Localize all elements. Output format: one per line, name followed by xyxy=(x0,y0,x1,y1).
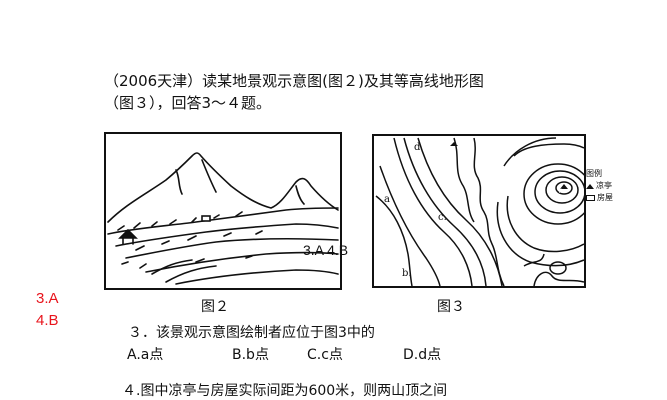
contour-lines: a b. c. d A xyxy=(375,137,584,286)
landscape-sketch xyxy=(107,152,339,285)
overlay-answer: 3.A 4.B xyxy=(303,242,349,258)
option-c: C.c点 xyxy=(307,347,343,363)
figure-2-caption: 图２ xyxy=(201,299,229,315)
point-label-a: a xyxy=(384,194,390,205)
pavilion-icon xyxy=(586,183,594,189)
peak-label-a: A xyxy=(559,188,564,195)
figure-3-contour-map: a b. c. d A xyxy=(372,134,586,288)
question-3-text: ３．该景观示意图绘制者应位于图3中的 xyxy=(128,325,375,341)
legend-item-house: 房屋 xyxy=(586,192,613,204)
intro-line-2: （图３），回答3～４题。 xyxy=(104,94,272,112)
point-label-b: b. xyxy=(402,268,412,279)
answer-q4: 4.B xyxy=(36,312,59,329)
pavilion-marker xyxy=(560,184,568,189)
legend-label-pavilion: 凉亭 xyxy=(596,181,612,190)
legend-item-pavilion: 凉亭 xyxy=(586,180,613,192)
figure-3-caption: 图３ xyxy=(437,299,465,315)
point-label-d: d xyxy=(414,142,421,153)
figure-2-landscape xyxy=(104,132,342,290)
house-icon xyxy=(586,195,595,201)
option-d: D.d点 xyxy=(403,347,442,363)
intro-line-1: （2006天津）读某地景观示意图(图２)及其等高线地形图 xyxy=(104,72,484,90)
legend-title: 图例 xyxy=(586,169,602,178)
figure-3-legend: 图例 凉亭 房屋 xyxy=(586,168,613,204)
point-label-c: c. xyxy=(438,212,447,223)
question-4-text: ４.图中凉亭与房屋实际间距为600米，则两山顶之间 xyxy=(122,383,448,399)
option-b: B.b点 xyxy=(232,347,269,363)
answer-q3: 3.A xyxy=(36,290,59,307)
legend-label-house: 房屋 xyxy=(597,193,613,202)
option-a: A.a点 xyxy=(127,347,164,363)
